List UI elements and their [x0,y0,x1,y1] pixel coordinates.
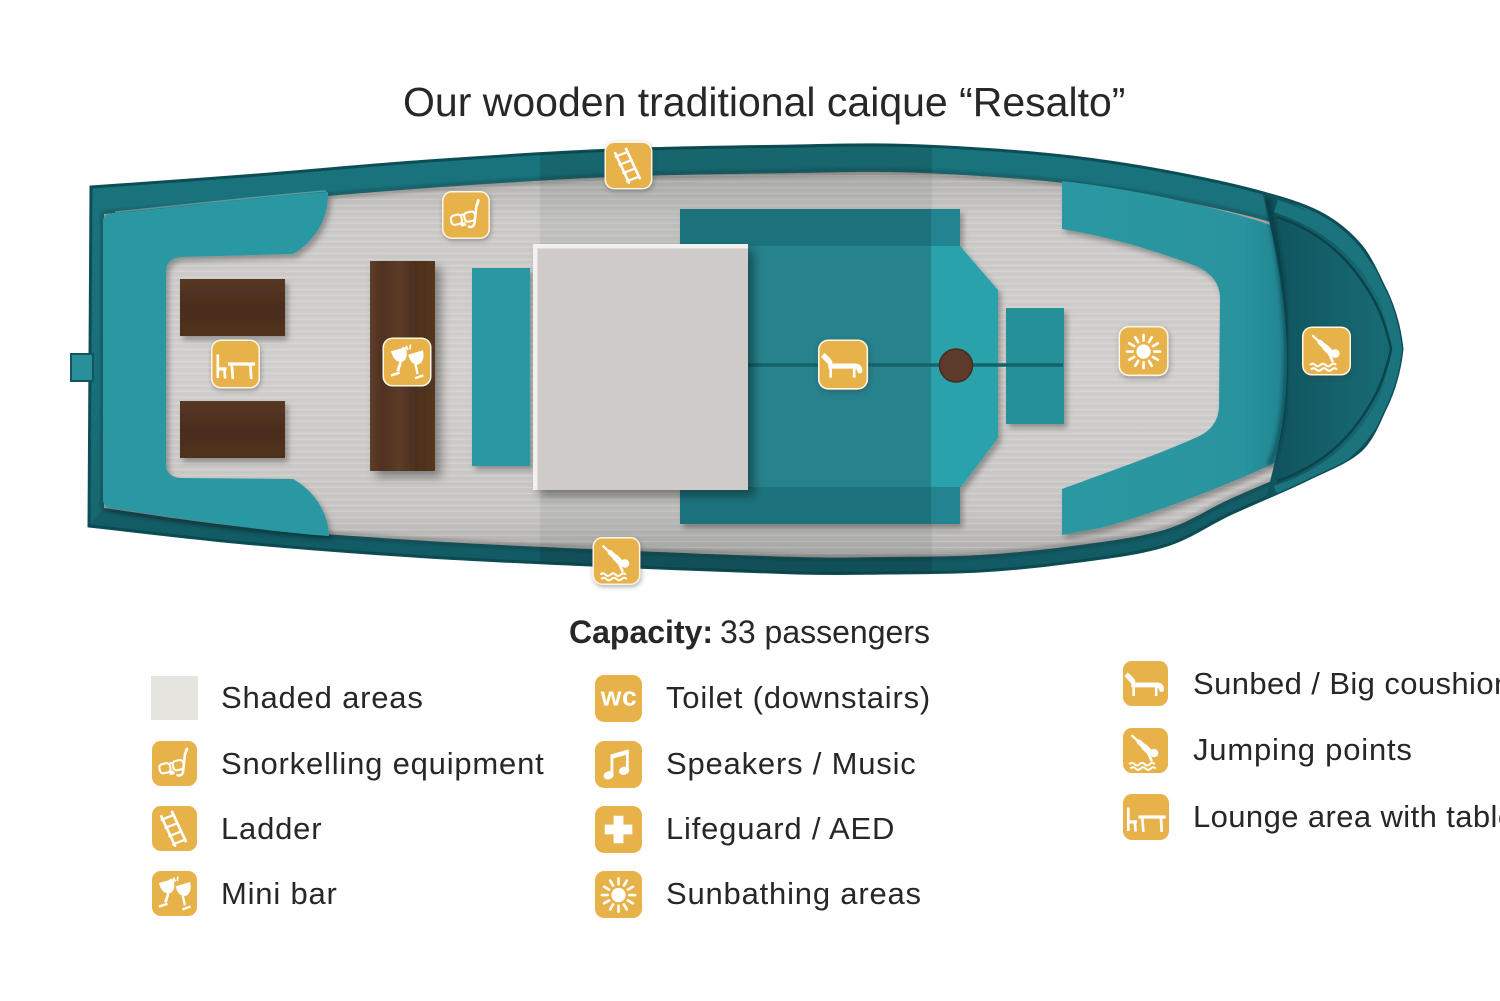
svg-text:Mini bar: Mini bar [221,876,338,911]
svg-text:Capacity:33 passengers: Capacity:33 passengers [569,614,930,650]
svg-text:Shaded areas: Shaded areas [221,680,424,715]
svg-text:Toilet (downstairs): Toilet (downstairs) [666,680,931,715]
svg-text:Ladder: Ladder [221,811,322,846]
svg-text:Speakers / Music: Speakers / Music [666,746,917,781]
svg-text:Snorkelling equipment: Snorkelling equipment [221,746,545,781]
svg-text:Jumping points: Jumping points [1193,732,1413,767]
svg-text:Lifeguard / AED: Lifeguard / AED [666,811,895,846]
svg-text:Lounge area with tables: Lounge area with tables [1193,799,1500,834]
svg-text:Sunbathing areas: Sunbathing areas [666,876,922,911]
svg-text:Sunbed / Big coushions: Sunbed / Big coushions [1193,666,1500,701]
svg-text:Our wooden traditional caique: Our wooden traditional caique “Resalto” [403,79,1125,125]
